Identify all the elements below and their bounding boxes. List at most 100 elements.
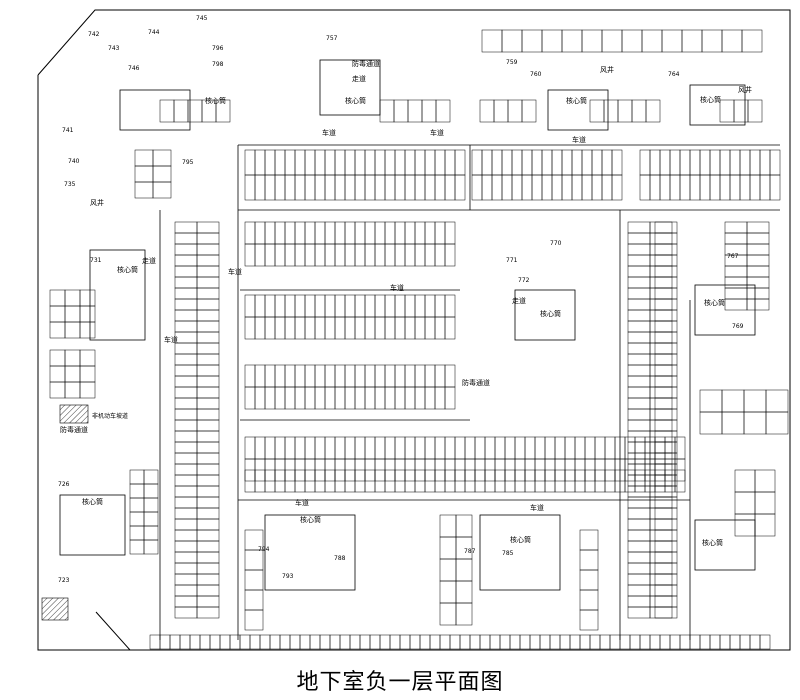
parking-stall [174,518,198,531]
parking-stall [174,298,198,311]
parking-stall [434,294,446,318]
parking-stall [743,389,767,413]
parking-stall [196,606,220,619]
parking-stall [544,436,556,460]
parking-stall [521,149,533,176]
parking-stall [679,634,691,650]
room-number: 759 [506,59,518,66]
parking-stall [627,342,651,355]
parking-stall [746,265,770,278]
parking-stall [455,558,473,582]
parking-stall [284,294,296,318]
parking-stall [354,316,366,340]
parking-stall [314,221,326,245]
parking-stall [254,221,266,245]
parking-stall [521,29,543,53]
parking-stall [524,436,536,460]
parking-stall [264,243,276,267]
parking-stall [314,364,326,388]
parking-stall [627,265,651,278]
parking-stall [174,463,198,476]
parking-stall [143,497,159,513]
parking-stall [284,174,296,201]
parking-stall [294,243,306,267]
parking-stall [669,149,681,176]
parking-stall [196,364,220,377]
parking-stall [627,551,651,564]
parking-stall [196,408,220,421]
parking-stall [324,436,336,460]
parking-stall [434,364,446,388]
parking-stall [344,386,356,410]
parking-stall [424,436,436,460]
parking-stall [699,149,711,176]
parking-stall [304,294,316,318]
parking-stall [754,491,776,515]
parking-stall [469,634,481,650]
parking-stall [579,549,599,571]
parking-stall [627,430,651,443]
parking-stall [174,232,198,245]
parking-stall [404,294,416,318]
room-number: 767 [727,253,739,260]
label-road-1: 车道 [322,128,336,137]
parking-stall [49,365,66,383]
parking-stall [444,294,456,318]
parking-stall [379,634,391,650]
label-fan-3: 风井 [90,198,104,207]
parking-stall [491,149,503,176]
parking-stall [569,634,581,650]
parking-stall [769,149,781,176]
parking-stall [649,496,673,509]
parking-stall [284,364,296,388]
parking-stall [354,364,366,388]
parking-stall [434,316,446,340]
parking-stall [659,174,671,201]
parking-stall [134,181,154,199]
parking-stall [369,634,381,650]
room-number: 742 [88,31,100,38]
parking-stall [444,149,456,176]
parking-stall [384,174,396,201]
parking-stall [414,436,426,460]
parking-stall [721,29,743,53]
parking-stall [519,634,531,650]
parking-stall [724,265,748,278]
parking-stall [439,634,451,650]
parking-stall [701,29,723,53]
parking-stall [654,419,678,432]
parking-stall [334,243,346,267]
parking-stall [649,485,673,498]
parking-stall [654,562,678,575]
parking-stall [654,408,678,421]
label-road-4: 车道 [228,267,242,276]
parking-stall [649,474,673,487]
parking-stall [244,386,256,410]
parking-stall [399,634,411,650]
parking-stall [264,221,276,245]
parking-stall [507,99,523,123]
parking-stall [354,149,366,176]
parking-stall [174,474,198,487]
parking-stall [729,634,741,650]
parking-stall [554,436,566,460]
parking-stall [364,149,376,176]
parking-stall [649,419,673,432]
parking-stall [414,221,426,245]
parking-stall [174,562,198,575]
parking-stall [354,221,366,245]
parking-stall [541,174,553,201]
parking-stall [721,411,745,435]
parking-stall [611,174,623,201]
parking-stall [196,232,220,245]
parking-stall [284,386,296,410]
parking-stall [669,634,681,650]
parking-stall [424,316,436,340]
parking-stall [654,584,678,597]
parking-stall [421,99,437,123]
parking-stall [627,562,651,575]
parking-stall [324,149,336,176]
parking-stall [149,634,161,650]
parking-stall [374,149,386,176]
parking-stall [724,232,748,245]
